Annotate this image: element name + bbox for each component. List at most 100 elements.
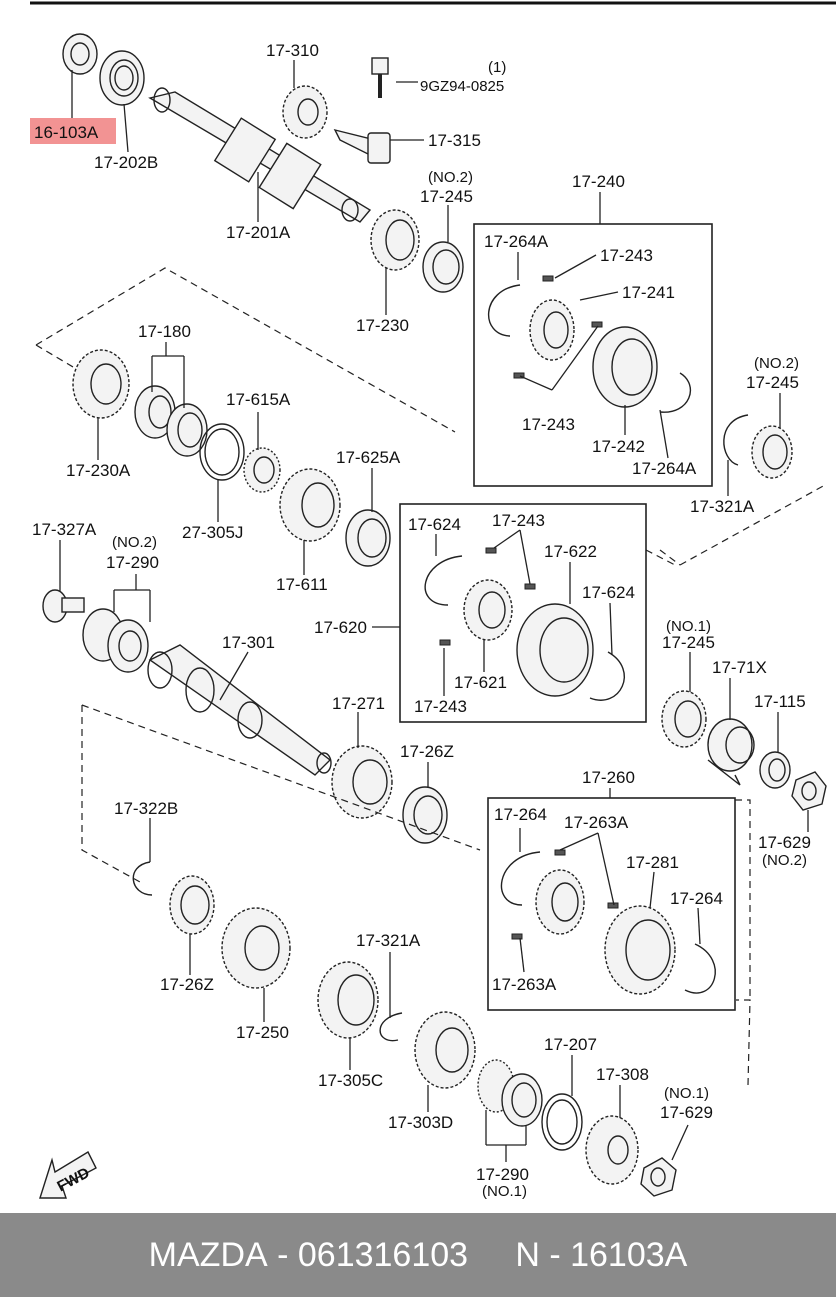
label-17-624-b: 17-624	[582, 583, 635, 602]
label-17-303d: 17-303D	[388, 1113, 453, 1132]
label-17-611: 17-611	[276, 575, 328, 594]
gear-17-308	[585, 1115, 639, 1185]
label-9gz94-0825: 9GZ94-0825	[420, 78, 504, 95]
label-17-250: 17-250	[236, 1023, 289, 1042]
label-17-240: 17-240	[572, 172, 625, 191]
synchro-17-620-parts	[424, 547, 625, 701]
footer-bar: MAZDA - 061316103 N - 16103A	[0, 1213, 836, 1297]
label-17-243-c: 17-243	[492, 511, 545, 530]
label-17-230a: 17-230A	[66, 461, 131, 480]
gear-17-310	[282, 85, 328, 139]
footer-reference: 16103A	[570, 1235, 688, 1274]
label-qty-1: (1)	[488, 59, 506, 76]
label-17-290-b: 17-290	[476, 1165, 529, 1184]
part-17-115	[759, 751, 791, 789]
label-17-263a-b: 17-263A	[492, 975, 557, 994]
label-17-290-a: 17-290	[106, 553, 159, 572]
label-17-315: 17-315	[428, 131, 481, 150]
label-16-103a: 16-103A	[34, 123, 99, 142]
label-17-271: 17-271	[332, 694, 385, 713]
bearing-17-290-no2	[82, 608, 149, 673]
label-17-629-b: 17-629	[660, 1103, 713, 1122]
dashed-outline-lower-left	[81, 705, 141, 883]
label-17-260: 17-260	[582, 768, 635, 787]
dashed-outline-lower-right	[736, 999, 751, 1086]
footer-brand: MAZDA	[148, 1235, 268, 1274]
nut-17-629-no2	[791, 771, 827, 811]
label-17-180: 17-180	[138, 322, 191, 341]
label-17-241: 17-241	[622, 283, 675, 302]
label-17-625a: 17-625A	[336, 448, 401, 467]
label-no2-c: (NO.2)	[112, 534, 157, 551]
label-17-201a: 17-201A	[226, 223, 291, 242]
highlight-box	[30, 118, 116, 144]
label-17-26z-b: 17-26Z	[160, 975, 214, 994]
label-17-622: 17-622	[544, 542, 597, 561]
shaft-17-315	[333, 128, 391, 164]
label-no1-b: (NO.1)	[664, 1085, 709, 1102]
parts-diagram: 16-103A 17-202B 17-310 (1) 9GZ94-0825 17…	[30, 1, 836, 1200]
gear-17-271	[331, 745, 393, 819]
label-17-243-b: 17-243	[522, 415, 575, 434]
footer-separator-2: -	[539, 1235, 571, 1274]
label-17-327a: 17-327A	[32, 520, 97, 539]
bearing-17-180	[134, 385, 208, 457]
gear-17-611	[279, 468, 341, 542]
footer-separator-1: -	[267, 1235, 298, 1274]
gear-17-230	[370, 209, 420, 271]
label-17-245-b: 17-245	[746, 373, 799, 392]
bearing-17-202b	[99, 50, 145, 106]
washer-27-305j	[199, 423, 245, 481]
synchro-17-260-parts	[500, 849, 716, 995]
label-27-305j: 27-305J	[182, 523, 243, 542]
label-17-301: 17-301	[222, 633, 275, 652]
bolt-9gz94-0825	[371, 57, 389, 98]
ring-17-26z-upper	[402, 786, 448, 844]
label-17-202b: 17-202B	[94, 153, 158, 172]
ring-17-245-no1	[661, 690, 707, 748]
label-17-115: 17-115	[754, 692, 806, 711]
ring-17-245-right	[751, 425, 793, 479]
box-17-260	[487, 797, 736, 1011]
dashed-outline-upper-right	[679, 484, 826, 566]
footer-gap	[468, 1236, 515, 1275]
label-17-242: 17-242	[592, 437, 645, 456]
box-17-240	[473, 223, 713, 487]
countershaft-17-301	[147, 644, 332, 776]
label-17-207: 17-207	[544, 1035, 597, 1054]
label-no2-d: (NO.2)	[762, 852, 807, 869]
label-17-26z-a: 17-26Z	[400, 742, 454, 761]
box-17-620	[399, 503, 647, 723]
label-17-245-a: 17-245	[420, 187, 473, 206]
footer-part-number: 061316103	[297, 1235, 469, 1274]
washer-17-207	[541, 1093, 583, 1151]
label-17-243-a: 17-243	[600, 246, 653, 265]
ring-17-625a	[345, 509, 391, 567]
label-17-281: 17-281	[626, 853, 679, 872]
gear-17-303d	[414, 1011, 476, 1089]
label-17-243-d: 17-243	[414, 697, 467, 716]
gear-17-305c	[317, 961, 379, 1039]
leader-lines	[59, 60, 809, 1162]
synchro-17-240-parts	[487, 275, 691, 413]
label-17-629-a: 17-629	[758, 833, 811, 852]
label-no1-c: (NO.1)	[482, 1183, 527, 1200]
label-17-621: 17-621	[454, 673, 507, 692]
label-17-321a-lower: 17-321A	[356, 931, 421, 950]
footer-n-label: N	[515, 1235, 540, 1274]
label-no2-b: (NO.2)	[754, 355, 799, 372]
label-17-615a: 17-615A	[226, 390, 291, 409]
label-17-624-a: 17-624	[408, 515, 461, 534]
label-17-264a-top: 17-264A	[484, 232, 549, 251]
part-17-327a	[42, 589, 85, 623]
ring-17-26z-lower	[169, 875, 215, 935]
label-17-245-c: 17-245	[662, 633, 715, 652]
bearing-17-290-no1	[477, 1059, 543, 1127]
label-no2-a: (NO.2)	[428, 169, 473, 186]
label-17-305c: 17-305C	[318, 1071, 383, 1090]
label-17-322b: 17-322B	[114, 799, 178, 818]
label-17-264-a: 17-264	[494, 805, 547, 824]
label-17-321a-right: 17-321A	[690, 497, 755, 516]
nut-17-629-no1	[640, 1157, 677, 1197]
snap-ring-17-322b	[132, 861, 153, 896]
